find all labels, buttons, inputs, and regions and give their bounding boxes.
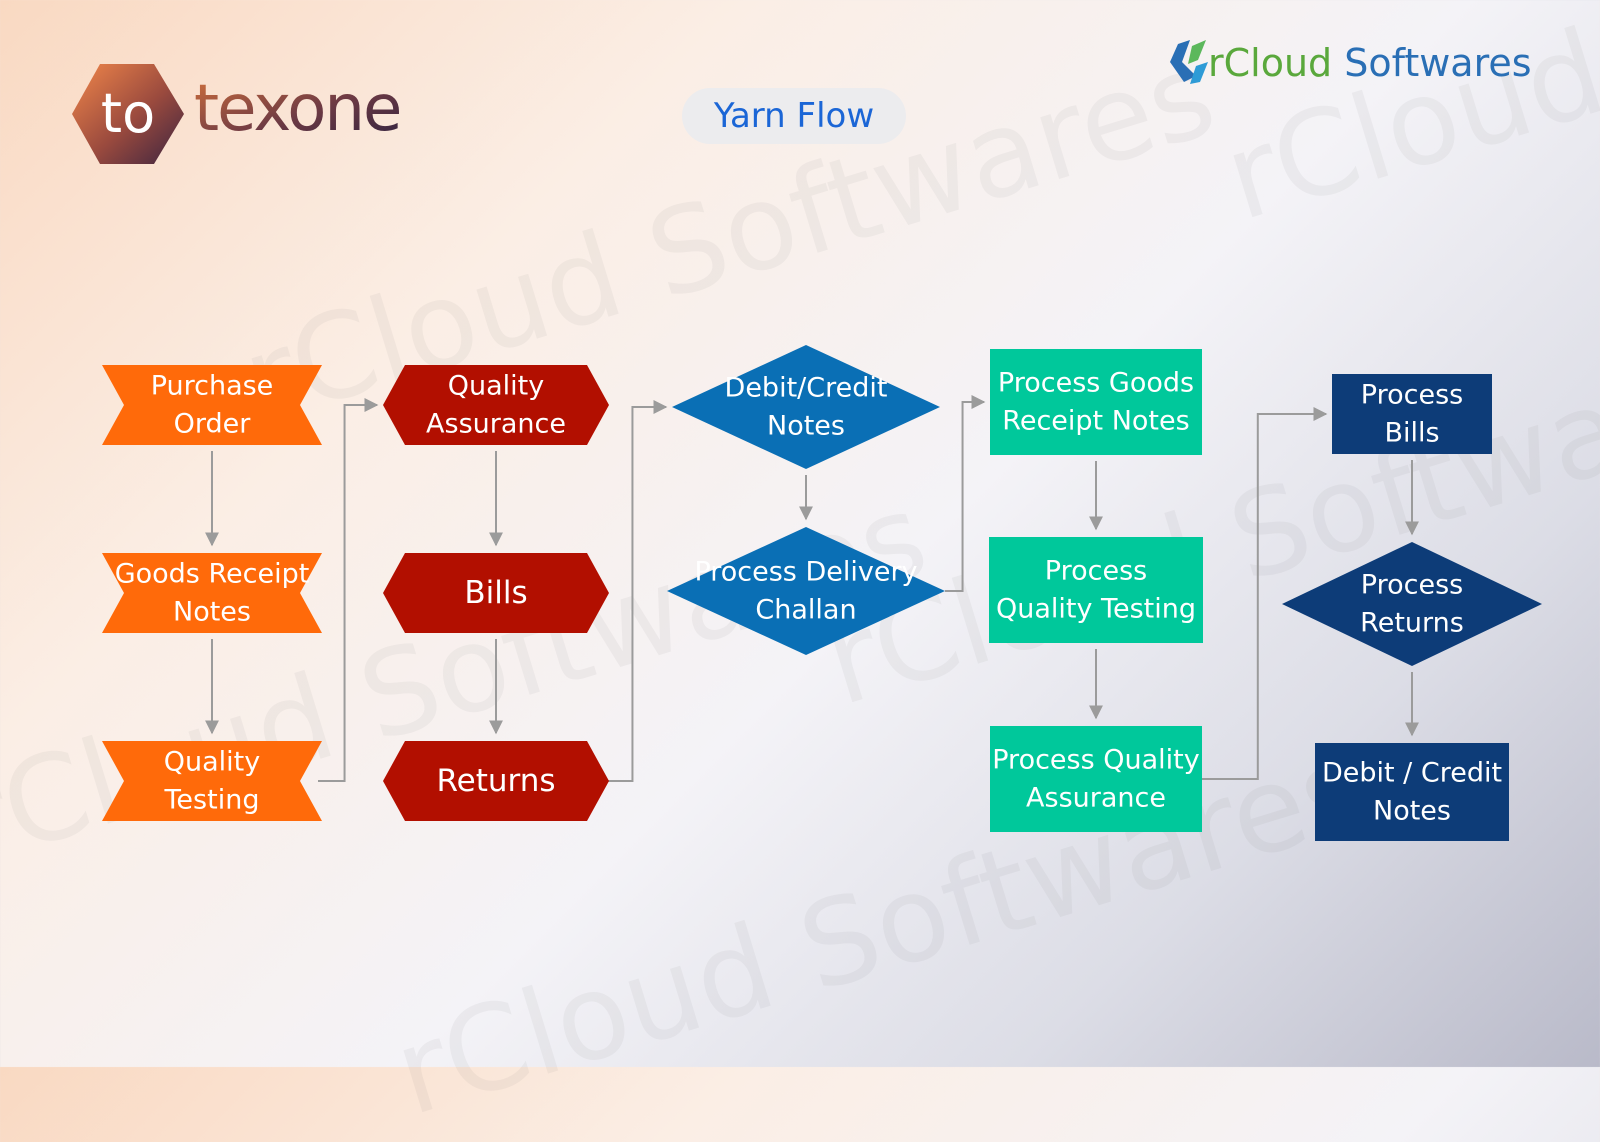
connector-arrow — [945, 395, 986, 592]
flow-node-label: Process — [1045, 556, 1147, 587]
flow-node-label: Assurance — [1026, 782, 1166, 813]
connector-arrow — [1202, 407, 1328, 780]
flow-node-label: Returns — [1360, 607, 1464, 638]
flow-node-label: Quality Testing — [996, 593, 1196, 624]
flow-node-bills: Bills — [383, 553, 609, 633]
flow-node-label: Quality — [448, 371, 544, 402]
flow-node-label: Returns — [436, 763, 555, 799]
flow-node-label: Notes — [173, 596, 251, 627]
rcloud-chevron-icon — [1170, 40, 1208, 84]
flow-node-label: Assurance — [426, 408, 566, 439]
connector-arrow — [605, 400, 668, 782]
ribbon-shape — [102, 553, 322, 633]
texone-logo: to texone — [72, 62, 452, 172]
rcloud-text-suffix: Softwares — [1332, 41, 1531, 85]
flow-node-label: Debit / Credit — [1322, 758, 1502, 789]
ribbon-shape — [102, 365, 322, 445]
diamond-shape — [667, 527, 945, 655]
connectors — [205, 395, 1419, 782]
flow-node-label: Process Goods — [998, 368, 1194, 399]
rect-shape — [1332, 374, 1492, 454]
rcloud-logo-graphic: rCloud Softwares — [1170, 40, 1532, 85]
rcloud-text-prefix: rCloud — [1208, 41, 1332, 85]
texone-logo-graphic: to texone — [72, 64, 402, 164]
page-title: Yarn Flow — [682, 88, 906, 144]
hexagon-shape — [383, 553, 609, 633]
hexagon-shape — [383, 741, 609, 821]
rect-shape — [990, 349, 1202, 455]
flow-node-label: Notes — [1373, 795, 1451, 826]
svg-text:rCloud Softwares: rCloud Softwares — [1208, 41, 1532, 85]
flow-node-returns: Returns — [383, 741, 609, 821]
flow-node-label: Process Delivery — [694, 557, 917, 588]
rcloud-logo: rCloud Softwares — [1170, 36, 1570, 96]
flow-node-label: Challan — [755, 594, 856, 625]
hexagon-shape — [383, 365, 609, 445]
rect-shape — [990, 726, 1202, 832]
flow-node-label: Purchase — [151, 371, 274, 402]
flow-node-label: Process Quality — [992, 745, 1200, 776]
diamond-shape — [672, 345, 940, 469]
flow-node-label: Notes — [767, 410, 845, 441]
flow-node-label: Testing — [164, 784, 260, 815]
logo-wordmark: texone — [194, 72, 400, 146]
flow-node-label: Order — [174, 408, 252, 439]
rect-shape — [1315, 743, 1509, 841]
diamond-shape — [1282, 542, 1542, 666]
flow-node-label: Receipt Notes — [1002, 405, 1189, 436]
flow-node-label: Process — [1361, 380, 1463, 411]
ribbon-shape — [102, 741, 322, 821]
rect-shape — [989, 537, 1203, 643]
logo-mark-text: to — [101, 82, 155, 145]
connector-arrow — [318, 398, 379, 782]
flow-node-label: Bills — [1384, 417, 1439, 448]
flow-node-label: Bills — [464, 575, 527, 611]
flow-node-label: Debit/Credit — [725, 373, 888, 404]
flow-node-label: Process — [1361, 570, 1463, 601]
flow-node-label: Quality — [164, 747, 260, 778]
hexagon-badge-icon — [72, 64, 184, 164]
flow-node-label: Goods Receipt — [115, 559, 310, 590]
